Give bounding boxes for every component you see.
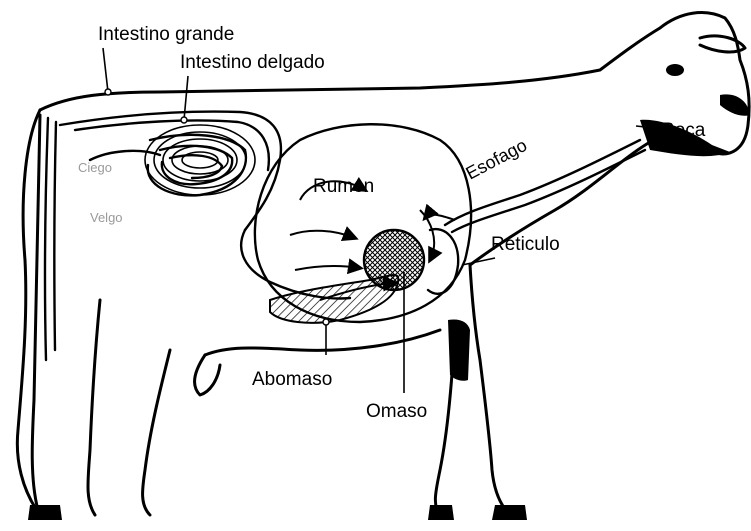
leader-intestino-grande — [103, 48, 108, 92]
esophagus-tube — [445, 140, 640, 225]
reticulo-outline — [428, 229, 458, 294]
large-intestine-tube — [45, 118, 48, 360]
patch-hoof-right — [492, 505, 527, 520]
cow-tail — [32, 115, 40, 510]
label-abomaso: Abomaso — [252, 369, 332, 390]
patch-hoof-left — [28, 505, 62, 520]
label-intestino-grande: Intestino grande — [98, 24, 234, 45]
leader-dots — [105, 89, 329, 325]
label-esofago: Esofago — [462, 135, 530, 184]
label-boca: Boca — [662, 120, 706, 141]
cow-udder — [195, 355, 220, 395]
patch-hoof-mid — [428, 505, 454, 520]
patch-eye — [666, 64, 684, 76]
patch-leg — [448, 319, 470, 380]
cow-hind-leg — [143, 350, 170, 515]
label-leaders — [103, 48, 655, 393]
label-omaso: Omaso — [366, 401, 427, 422]
cow-front-leg-right — [470, 265, 510, 515]
label-reticulo: Reticulo — [491, 234, 560, 255]
label-faded-2: Velgo — [90, 210, 123, 225]
patch-nose — [720, 94, 750, 115]
omaso-organ — [364, 230, 424, 290]
label-rumen: Rumen — [313, 176, 374, 197]
leader-intestino-delgado — [184, 76, 188, 120]
label-faded-1: Ciego — [78, 160, 112, 175]
large-intestine-tube-2 — [54, 122, 56, 350]
cow-hind-leg-back — [88, 300, 100, 515]
label-intestino-delgado: Intestino delgado — [180, 52, 325, 73]
intestine-loop-4 — [90, 151, 160, 160]
